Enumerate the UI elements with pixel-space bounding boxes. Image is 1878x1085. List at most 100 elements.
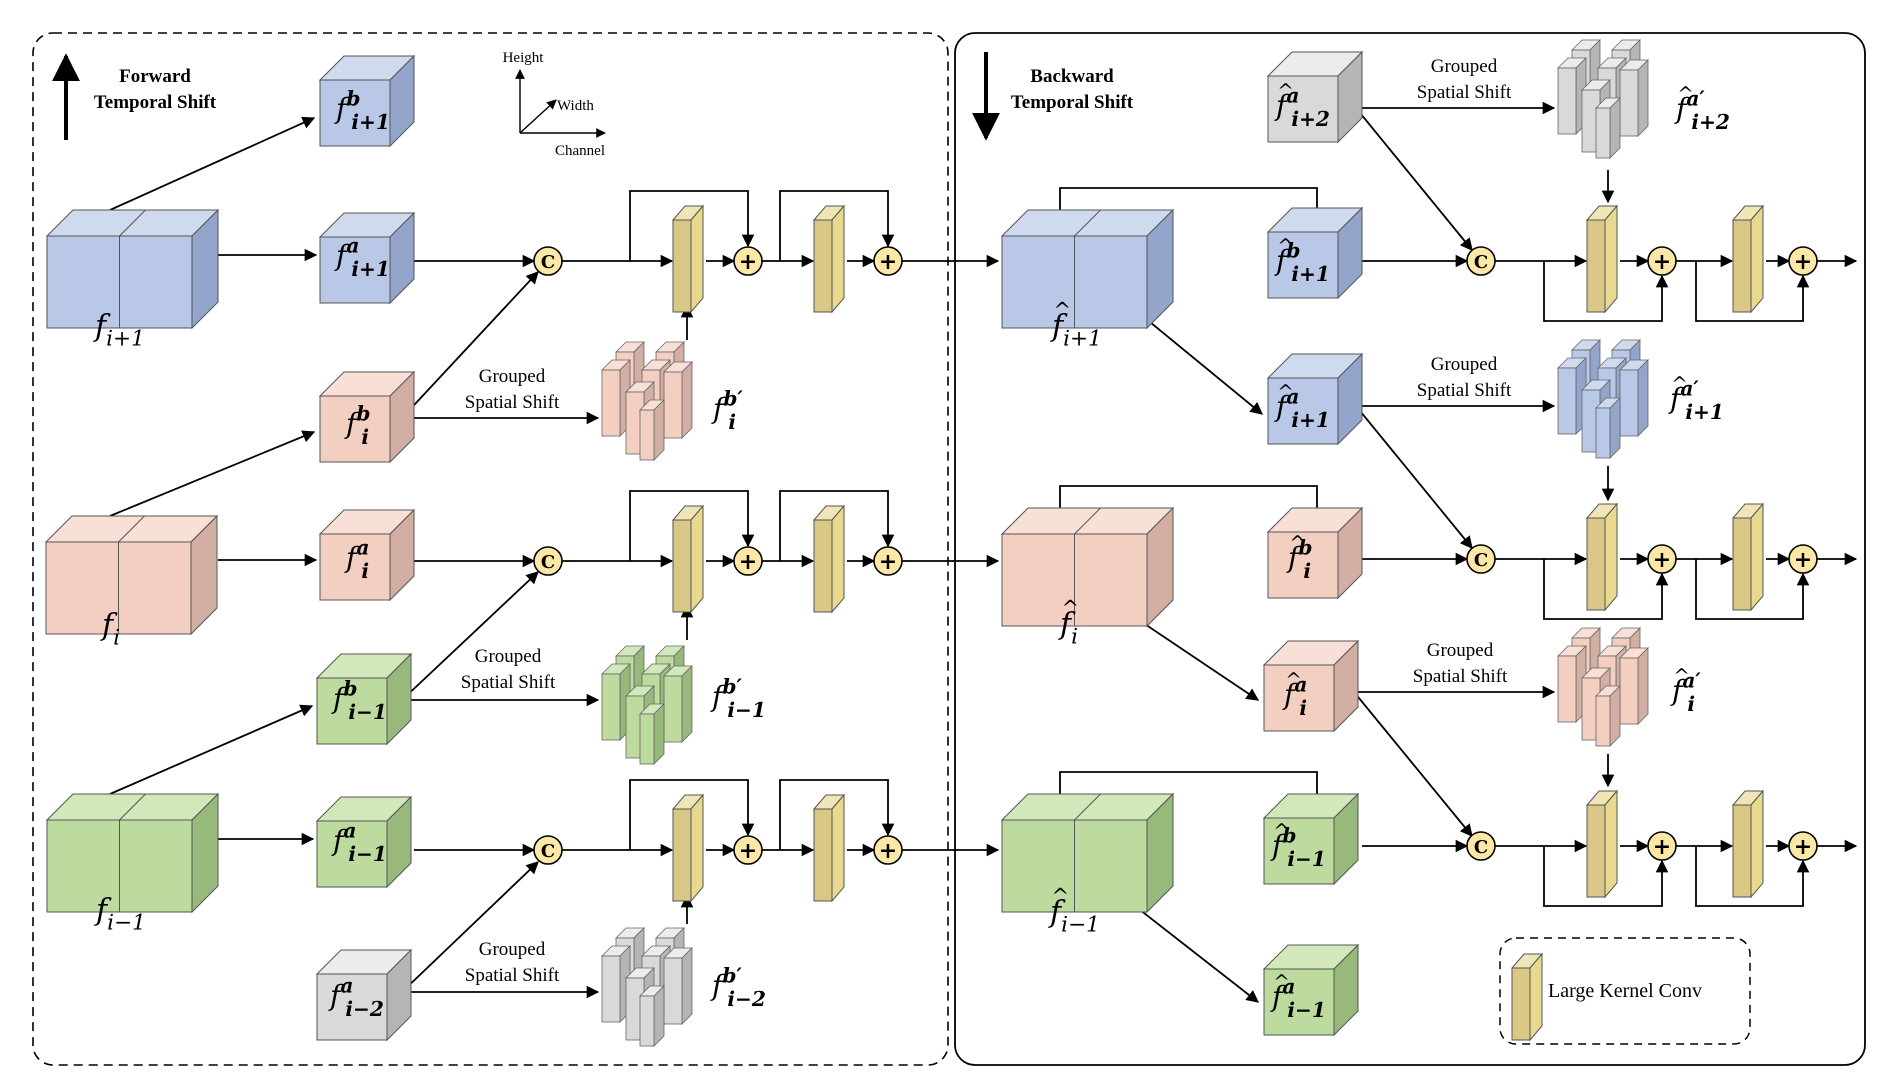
- add-node-fwd-1-a: +: [733, 546, 763, 576]
- shift-label-bwd-i-line2: Spatial Shift: [1413, 666, 1508, 687]
- shift-label-bwd-i1-line2: Spatial Shift: [1417, 380, 1512, 401]
- cube-fb-i1: [318, 54, 416, 148]
- shifted-hap-i1: [1557, 339, 1649, 459]
- add-node-bwd-2-a: +: [1647, 831, 1677, 861]
- add-node-bwd-1-a-symbol: +: [1653, 547, 1671, 573]
- add-node-fwd-0-a: +: [733, 246, 763, 276]
- cube-ha-i2: [1266, 50, 1364, 144]
- add-node-bwd-1-b-symbol: +: [1794, 547, 1812, 573]
- shift-label-bwd-i-line1: Grouped: [1427, 640, 1494, 661]
- add-node-bwd-1-a: +: [1647, 544, 1677, 574]
- concat-node-bwd-2: C: [1466, 831, 1496, 861]
- legend-box: [1499, 937, 1751, 1045]
- conv-bwd-1-b: [1731, 502, 1765, 612]
- add-node-fwd-0-b-symbol: +: [879, 249, 897, 275]
- label-hap-i-hat: ^: [1673, 665, 1689, 688]
- label-f-im1: fi−1: [94, 893, 146, 936]
- forward-title-line1: Forward: [119, 66, 191, 87]
- conv-fwd-0-b: [812, 204, 846, 314]
- label-ha-i-hat: ^: [1285, 669, 1301, 692]
- concat-node-bwd-1: C: [1466, 544, 1496, 574]
- label-ha-im1-hat: ^: [1273, 971, 1289, 994]
- shift-label-fwd-im1-line2: Spatial Shift: [461, 672, 556, 693]
- label-h-im1-hat: ^: [1052, 884, 1070, 908]
- add-node-fwd-2-a-symbol: +: [739, 838, 757, 864]
- shift-label-bwd-i2-line1: Grouped: [1431, 56, 1498, 77]
- label-hb-i1-hat: ^: [1277, 235, 1293, 258]
- label-hap-i1-hat: ^: [1671, 373, 1687, 396]
- conv-fwd-0-a: [671, 204, 705, 314]
- label-hap-i2-hat: ^: [1677, 83, 1693, 106]
- add-node-bwd-0-a-symbol: +: [1653, 249, 1671, 275]
- add-node-fwd-0-a-symbol: +: [739, 249, 757, 275]
- conv-bwd-2-b: [1731, 789, 1765, 899]
- cube-fa-i: [318, 508, 416, 602]
- add-node-fwd-2-b: +: [873, 835, 903, 865]
- add-node-fwd-0-b: +: [873, 246, 903, 276]
- frame-tensor-f-i: [44, 514, 219, 636]
- cube-hb-i1: [1266, 206, 1364, 300]
- conv-bwd-0-b: [1731, 204, 1765, 314]
- shifted-fbp-i: [601, 341, 693, 461]
- backward-panel: [954, 32, 1866, 1066]
- backward-title-line1: Backward: [1030, 66, 1114, 87]
- legend-large-kernel-conv-label: Large Kernel Conv: [1548, 980, 1702, 1002]
- add-node-fwd-1-b-symbol: +: [879, 549, 897, 575]
- cube-fa-i1: [318, 211, 416, 305]
- add-node-bwd-0-a: +: [1647, 246, 1677, 276]
- label-fbp-im1: fb′i−1: [710, 674, 766, 722]
- cube-ha-i: [1262, 639, 1360, 733]
- cube-fb-im1: [315, 652, 413, 746]
- shift-label-fwd-i-line2: Spatial Shift: [465, 392, 560, 413]
- conv-fwd-2-b: [812, 793, 846, 903]
- add-node-bwd-1-b: +: [1788, 544, 1818, 574]
- add-node-bwd-2-b-symbol: +: [1794, 834, 1812, 860]
- label-fbp-im2: fb′i−2: [710, 963, 766, 1011]
- label-fbp-i: fb′i: [711, 386, 743, 434]
- conv-bwd-2-a: [1585, 789, 1619, 899]
- shifted-fbp-im2: [601, 927, 693, 1047]
- label-h-i-hat: ^: [1062, 596, 1080, 620]
- cube-fb-i: [318, 370, 416, 464]
- label-hap-i1: fa′i+1: [1668, 376, 1724, 424]
- label-h-i1-hat: ^: [1054, 298, 1072, 322]
- conv-fwd-2-a: [671, 793, 705, 903]
- cube-hb-i: [1266, 506, 1364, 600]
- add-node-bwd-0-b-symbol: +: [1794, 249, 1812, 275]
- cube-hb-im1: [1262, 792, 1360, 886]
- concat-node-fwd-1-symbol: C: [541, 552, 555, 573]
- frame-tensor-h-i1: [1000, 208, 1175, 330]
- add-node-bwd-0-b: +: [1788, 246, 1818, 276]
- cube-ha-i1: [1266, 352, 1364, 446]
- shifted-hap-i2: [1557, 39, 1649, 159]
- add-node-fwd-2-a: +: [733, 835, 763, 865]
- backward-title-line2: Temporal Shift: [1011, 92, 1134, 113]
- axes-legend: [515, 69, 606, 138]
- conv-bwd-1-a: [1585, 502, 1619, 612]
- shifted-hap-i: [1557, 627, 1649, 747]
- frame-tensor-f-i1: [45, 208, 220, 330]
- add-node-bwd-2-a-symbol: +: [1653, 834, 1671, 860]
- forward-title-line2: Temporal Shift: [94, 92, 217, 113]
- frame-tensor-f-im1: [45, 792, 220, 914]
- cube-ha-im1: [1262, 943, 1360, 1037]
- conv-fwd-1-a: [671, 504, 705, 614]
- label-hb-i-hat: ^: [1289, 532, 1305, 555]
- shifted-fbp-im1: [601, 645, 693, 765]
- conv-fwd-1-b: [812, 504, 846, 614]
- concat-node-fwd-2-symbol: C: [541, 841, 555, 862]
- label-hb-im1-hat: ^: [1273, 820, 1289, 843]
- concat-node-bwd-2-symbol: C: [1474, 837, 1488, 858]
- shift-label-bwd-i1-line1: Grouped: [1431, 354, 1498, 375]
- shift-label-fwd-im1-line1: Grouped: [475, 646, 542, 667]
- label-hap-i2: fa′i+2: [1674, 86, 1730, 134]
- label-h-i1: fi+1: [1050, 309, 1102, 352]
- legend-conv-icon: [1510, 952, 1544, 1042]
- add-node-bwd-2-b: +: [1788, 831, 1818, 861]
- concat-node-fwd-1: C: [533, 546, 563, 576]
- conv-bwd-0-a: [1585, 204, 1619, 314]
